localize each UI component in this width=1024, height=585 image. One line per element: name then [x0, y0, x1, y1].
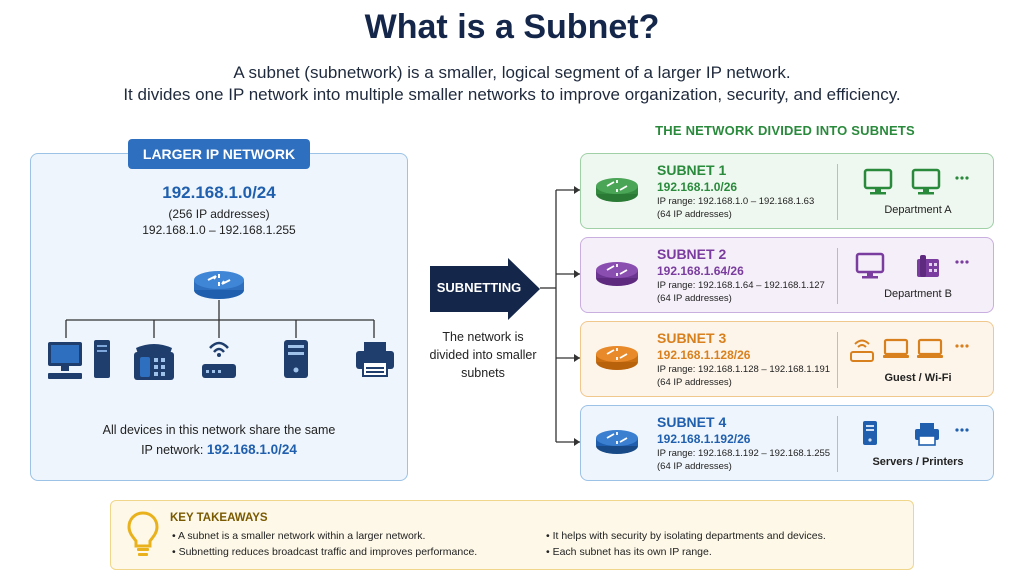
subnet-cidr: 192.168.1.0/26 — [657, 180, 738, 194]
printer-icon — [915, 423, 939, 446]
subnet-devices — [850, 338, 969, 362]
larger-network-badge: LARGER IP NETWORK — [128, 139, 310, 169]
subnet-range: IP range: 192.168.1.128 – 192.168.1.191 — [657, 364, 831, 375]
subnet-card-2: SUBNET 2 192.168.1.64/26 IP range: 192.1… — [580, 237, 994, 313]
phone-icon — [917, 255, 939, 277]
larger-network-ip: 192.168.1.0/24 — [162, 183, 276, 202]
subnetting-note: The network is divided into smaller subn… — [429, 330, 537, 380]
router-icon — [596, 262, 638, 286]
phone-icon — [134, 344, 174, 380]
takeaway-item: Subnetting reduces broadcast traffic and… — [172, 546, 478, 558]
router-icon — [596, 178, 638, 202]
takeaway-item: It helps with security by isolating depa… — [546, 530, 826, 542]
larger-network-note: All devices in this network share the sa… — [30, 421, 408, 460]
server-icon — [863, 421, 877, 445]
printer-icon — [356, 342, 394, 377]
more-icon — [955, 428, 969, 432]
divider — [837, 332, 838, 388]
divider — [837, 416, 838, 472]
subnet-department: Servers / Printers — [872, 456, 964, 468]
router-icon — [596, 430, 638, 454]
wifi-router-icon — [850, 339, 874, 362]
subnet-cidr: 192.168.1.128/26 — [657, 348, 751, 362]
laptop-icon — [917, 338, 943, 358]
subnetting-label: SUBNETTING — [436, 280, 522, 295]
subnetting-arrow — [430, 258, 540, 320]
larger-network-topology — [48, 271, 394, 380]
subnet-devices — [863, 168, 969, 195]
server-icon — [284, 340, 308, 378]
subnet-department: Department B — [884, 288, 952, 300]
more-icon — [955, 260, 969, 264]
subnet-cidr: 192.168.1.64/26 — [657, 264, 744, 278]
monitor-icon — [855, 252, 885, 279]
connection-lines — [65, 300, 375, 338]
laptop-icon — [883, 338, 909, 358]
subnet-count: (64 IP addresses) — [657, 461, 732, 472]
page-title: What is a Subnet? — [364, 8, 660, 46]
subnet-card-3: SUBNET 3 192.168.1.128/26 IP range: 192.… — [580, 321, 994, 397]
takeaways-title: KEY TAKEAWAYS — [170, 512, 268, 524]
subnet-count: (64 IP addresses) — [657, 209, 732, 220]
desktop-computer-icon — [48, 340, 110, 379]
subnet-cidr: 192.168.1.192/26 — [657, 432, 751, 446]
subnet-title: SUBNET 1 — [657, 162, 727, 178]
subnets-header: THE NETWORK DIVIDED INTO SUBNETS — [655, 123, 915, 138]
subnet-range: IP range: 192.168.1.64 – 192.168.1.127 — [657, 280, 825, 291]
takeaway-item: A subnet is a smaller network within a l… — [172, 530, 425, 542]
subnet-title: SUBNET 3 — [657, 330, 727, 346]
takeaway-item: Each subnet has its own IP range. — [546, 546, 712, 558]
subnet-title: SUBNET 2 — [657, 246, 727, 262]
divider — [837, 248, 838, 304]
divider — [837, 164, 838, 220]
page-subtitle: A subnet (subnetwork) is a smaller, logi… — [0, 62, 1024, 106]
subnet-devices — [863, 421, 969, 446]
subnet-department: Guest / Wi-Fi — [884, 372, 952, 384]
note-ip: 192.168.1.0/24 — [206, 442, 297, 457]
monitor-icon — [911, 168, 941, 195]
note-line-1: All devices in this network share the sa… — [102, 423, 336, 437]
subnet-department: Department A — [884, 204, 952, 216]
more-icon — [955, 176, 969, 180]
more-icon — [955, 344, 969, 348]
subnet-card-4: SUBNET 4 192.168.1.192/26 IP range: 192.… — [580, 405, 994, 481]
note-line-2: IP network: 192.168.1.0/24 — [30, 440, 408, 460]
larger-network-count: (256 IP addresses) — [168, 207, 270, 221]
subnet-devices — [855, 252, 969, 279]
subnet-count: (64 IP addresses) — [657, 377, 732, 388]
subnet-card-1: SUBNET 1 192.168.1.0/26 IP range: 192.16… — [580, 153, 994, 229]
subnet-range: IP range: 192.168.1.192 – 192.168.1.255 — [657, 448, 831, 459]
router-icon — [194, 271, 244, 299]
subnet-count: (64 IP addresses) — [657, 293, 732, 304]
wifi-router-icon — [202, 341, 236, 378]
subnet-bracket-lines — [540, 186, 580, 446]
monitor-icon — [863, 168, 893, 195]
router-icon — [596, 346, 638, 370]
subnet-range: IP range: 192.168.1.0 – 192.168.1.63 — [657, 196, 815, 207]
subtitle-line-2: It divides one IP network into multiple … — [123, 85, 901, 104]
larger-network-range: 192.168.1.0 – 192.168.1.255 — [142, 223, 296, 237]
subnet-title: SUBNET 4 — [657, 414, 727, 430]
subtitle-line-1: A subnet (subnetwork) is a smaller, logi… — [233, 63, 791, 82]
lightbulb-icon — [127, 511, 159, 556]
note-prefix: IP network: — [141, 443, 207, 457]
